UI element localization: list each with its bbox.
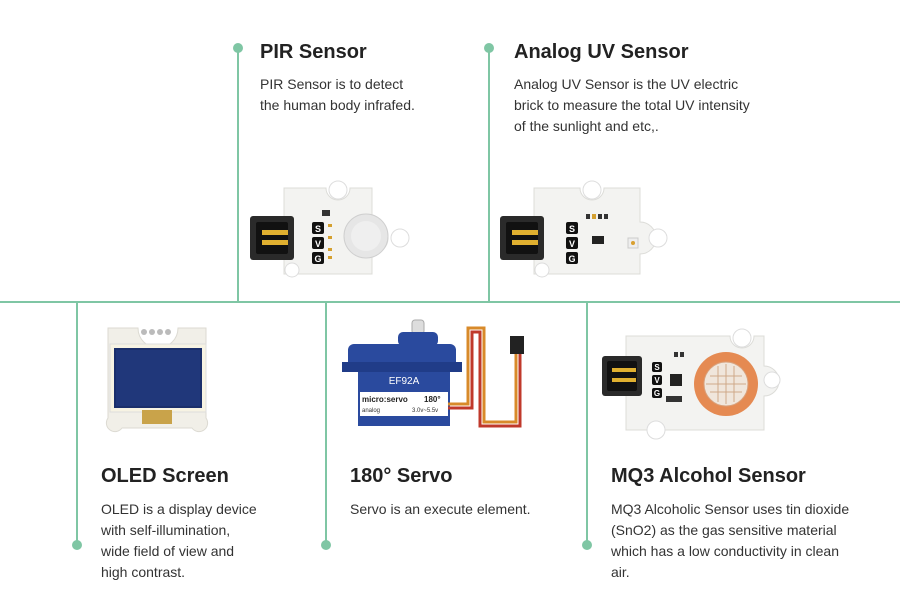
servo-motor-image: EF92A micro:servo 180° analog 3.0v~5.5v (342, 319, 524, 428)
uv-sensor-description: Analog UV Sensor is the UV electric bric… (514, 76, 750, 134)
svg-text:S: S (569, 224, 575, 234)
pir-sensor-title: PIR Sensor (260, 41, 367, 63)
oled-screen-title: OLED Screen (101, 465, 229, 487)
pin-label-s: S (315, 224, 321, 234)
connector-dot-uv (484, 43, 494, 53)
connector-dot-pir (233, 43, 243, 53)
connector-dot-servo (321, 540, 331, 550)
uv-sensor-module-image: S V G (500, 180, 668, 278)
pin-label-v: V (315, 239, 321, 249)
servo-maker-label: analog (362, 408, 380, 414)
servo-angle-label: 180° (424, 395, 441, 404)
pin-label-g: G (314, 254, 321, 264)
svg-text:V: V (569, 239, 575, 249)
connector-dot-mq3 (582, 540, 592, 550)
pir-sensor-description: PIR Sensor is to detect the human body i… (260, 76, 415, 113)
connector-line-servo (325, 302, 327, 545)
connector-line-mq3 (586, 302, 588, 545)
oled-screen-description: OLED is a display device with self-illum… (101, 501, 257, 580)
mq3-sensor-description: MQ3 Alcoholic Sensor uses tin dioxide (S… (611, 501, 850, 580)
connector-dot-oled (72, 540, 82, 550)
uv-sensor-title: Analog UV Sensor (514, 41, 689, 63)
svg-text:G: G (654, 389, 660, 398)
pir-sensor-module-image: S V G (250, 180, 410, 278)
mq3-sensor-module-image: S V G (602, 328, 781, 440)
servo-model-label: EF92A (389, 376, 420, 387)
svg-text:V: V (654, 376, 660, 385)
mq3-sensor-title: MQ3 Alcohol Sensor (611, 465, 806, 487)
servo-brand-label: micro:servo (362, 395, 408, 404)
svg-text:S: S (654, 363, 660, 372)
horizontal-divider-line (0, 301, 900, 303)
oled-screen-module-image (105, 327, 209, 433)
connector-line-oled (76, 302, 78, 545)
connector-line-uv (488, 48, 490, 302)
servo-description: Servo is an execute element. (350, 501, 531, 517)
connector-line-pir (237, 48, 239, 302)
servo-title: 180° Servo (350, 465, 453, 487)
svg-text:G: G (568, 254, 575, 264)
servo-voltage-label: 3.0v~5.5v (412, 408, 438, 414)
